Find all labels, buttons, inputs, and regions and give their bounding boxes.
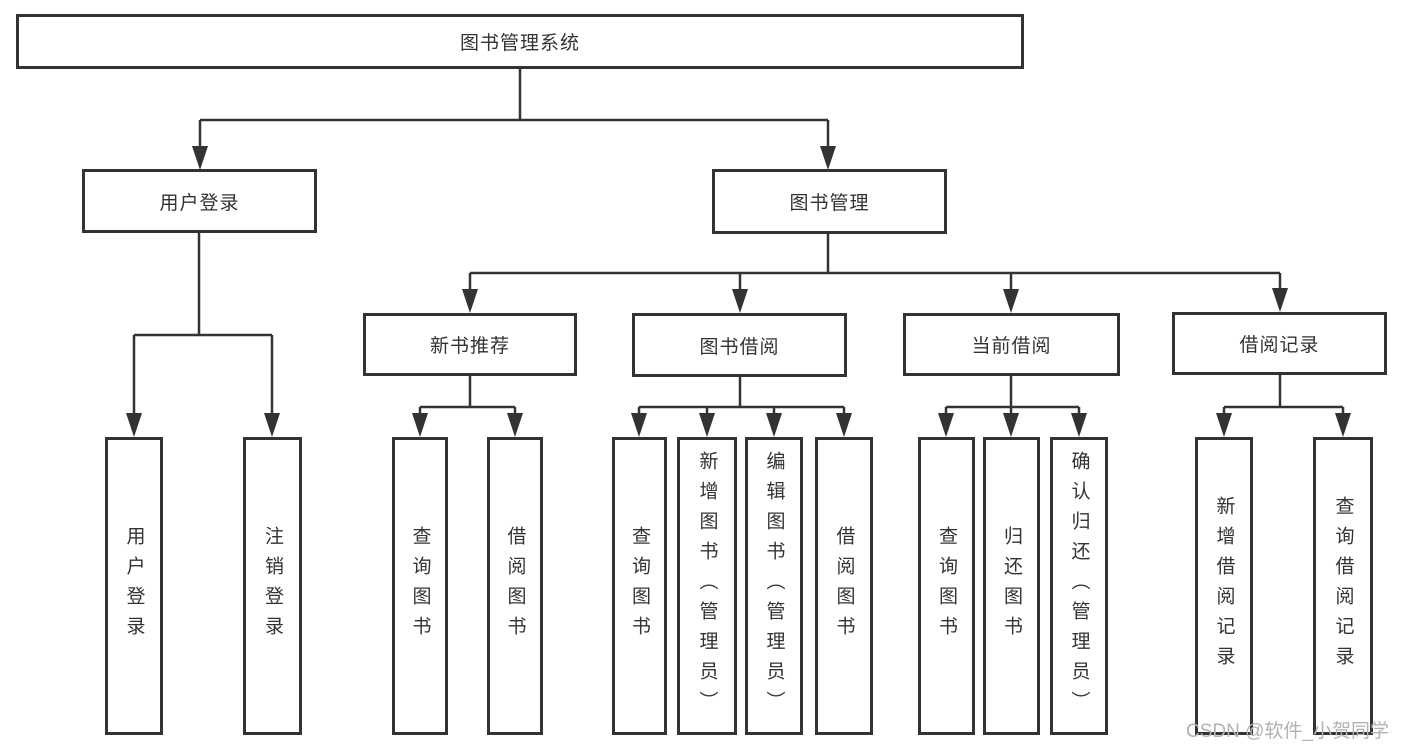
leaf-newbooks-borrow: 借阅图书 [487,437,543,735]
leaf-newbooks-query: 查询图书 [392,437,448,735]
node-book-management: 图书管理 [712,169,947,234]
leaf-confirm-return-admin: 确认归还（管理员） [1050,437,1108,735]
node-book-borrow: 图书借阅 [632,313,847,377]
leaf-current-query-label: 查询图书 [936,526,957,646]
connector-root-to-branches [192,68,836,170]
leaf-add-borrow-record: 新增借阅记录 [1195,437,1253,735]
leaf-return-book: 归还图书 [983,437,1040,735]
node-new-books-label: 新书推荐 [429,336,510,357]
node-user-login-branch: 用户登录 [82,169,317,233]
node-current-borrow: 当前借阅 [903,313,1120,376]
node-borrow-records-label: 借阅记录 [1239,335,1320,356]
leaf-confirm-return-admin-label: 确认归还（管理员） [1068,451,1090,721]
node-current-borrow-label: 当前借阅 [971,336,1052,357]
leaf-return-book-label: 归还图书 [1001,526,1022,646]
leaf-logout: 注销登录 [243,437,302,735]
leaf-user-login-label: 用户登录 [123,526,145,646]
leaf-add-borrow-record-label: 新增借阅记录 [1213,496,1235,676]
connector-borrow-records-branch [1216,375,1351,437]
csdn-watermark: CSDN @软件_小贺同学 [1186,721,1389,742]
leaf-newbooks-query-label: 查询图书 [409,526,431,646]
leaf-edit-book-admin: 编辑图书（管理员） [745,437,803,735]
node-book-borrow-label: 图书借阅 [699,336,780,358]
leaf-edit-book-admin-label: 编辑图书（管理员） [763,451,785,721]
node-book-management-label: 图书管理 [789,193,870,214]
node-library-system: 图书管理系统 [16,14,1024,69]
leaf-borrow-query-label: 查询图书 [629,526,650,646]
connector-new-books-branch [412,376,523,437]
connector-current-borrow-branch [938,376,1087,437]
node-user-login-branch-label: 用户登录 [159,192,240,214]
leaf-add-book-admin-label: 新增图书（管理员） [696,451,718,721]
leaf-user-login: 用户登录 [105,437,163,735]
leaf-newbooks-borrow-label: 借阅图书 [504,526,526,646]
node-borrow-records: 借阅记录 [1172,312,1387,375]
leaf-query-borrow-record: 查询借阅记录 [1313,437,1373,735]
leaf-borrow-query: 查询图书 [612,437,667,735]
node-new-books: 新书推荐 [363,313,577,376]
node-library-system-label: 图书管理系统 [459,33,580,54]
leaf-query-borrow-record-label: 查询借阅记录 [1332,496,1354,676]
connector-book-borrow-branch [631,377,852,437]
leaf-borrow-book: 借阅图书 [815,437,873,735]
leaf-current-query: 查询图书 [918,437,975,735]
leaf-borrow-book-label: 借阅图书 [833,526,855,646]
connector-book-mgmt-branch [462,234,1288,313]
connector-user-login-branch [126,233,280,437]
leaf-add-book-admin: 新增图书（管理员） [677,437,737,735]
leaf-logout-label: 注销登录 [262,526,283,646]
